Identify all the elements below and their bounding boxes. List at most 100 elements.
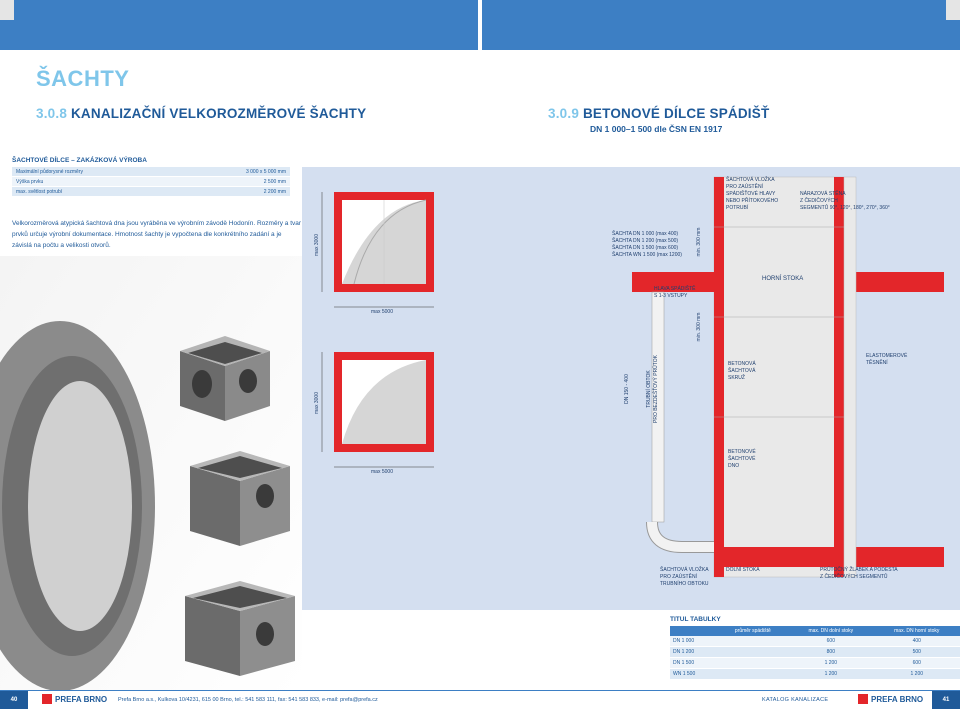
- table-cell: 1 200: [788, 657, 874, 669]
- label-obtok: TRUBNÍ OBTOK: [645, 370, 652, 408]
- table-cell: [717, 646, 789, 658]
- description-text: Velkorozměrová atypická šachtová dna jso…: [12, 220, 302, 249]
- table-cell: [717, 668, 789, 680]
- label-vlozka: PRO ZAÚSTĚNÍ: [726, 182, 764, 190]
- spec-label: Výška prvku: [12, 176, 182, 187]
- logo-left: PREFA BRNO: [42, 694, 107, 704]
- footer-address: Prefa Brno a.s., Kulkova 10/4231, 615 00…: [118, 697, 378, 703]
- dim-top-v: max 3000: [314, 234, 320, 256]
- logo-text: PREFA BRNO: [55, 694, 108, 704]
- table-cell: [717, 657, 789, 669]
- table-row: DN 1 000 600 400: [670, 636, 960, 647]
- column-header: průměr spádiště: [717, 626, 789, 636]
- label-vlozka: ŠACHTOVÁ VLOŽKA: [726, 175, 775, 183]
- data-table: průměr spádiště max. DN dolní stoky max.…: [670, 626, 960, 680]
- label-skruz: SKRUŽ: [728, 373, 745, 381]
- shaft-list-item: ŠACHTA WN 1 500 (max 1200): [612, 251, 682, 258]
- section-subtitle: DN 1 000–1 500 dle ČSN EN 1917: [590, 124, 723, 134]
- section-heading-left: 3.0.8 KANALIZAČNÍ VELKOROZMĚROVÉ ŠACHTY: [36, 106, 366, 121]
- label-vlozka-2: ŠACHTOVÁ VLOŽKA: [660, 565, 709, 573]
- section-title: BETONOVÉ DÍLCE SPÁDIŠŤ: [582, 106, 770, 121]
- section-number: 3.0.8: [36, 106, 68, 121]
- table-cell: DN 1 500: [670, 657, 718, 669]
- label-stena: SEGMENTŮ 90°, 120°, 180°, 270°, 360°: [800, 204, 890, 211]
- table-row: DN 1 200 800 500: [670, 646, 960, 658]
- label-dn: DN 150 - 400: [624, 374, 630, 404]
- dim-bot-h: max 5000: [371, 469, 393, 475]
- column-header: [670, 626, 718, 636]
- label-vlozka-2: PRO ZAÚSTĚNÍ: [660, 572, 698, 580]
- table-cell: 600: [873, 657, 960, 669]
- column-header: max. DN dolní stoky: [788, 626, 874, 636]
- label-tesneni: ELASTOMEROVÉ: [866, 352, 908, 359]
- label-zlabek: PRŮTOČNÝ ŽLÁBEK A PODESTA: [820, 565, 898, 573]
- label-skruz: ŠACHTOVÁ: [728, 367, 756, 374]
- label-dno: BETONOVÉ: [728, 448, 756, 455]
- label-vlozka-2: TRUBNÍHO OBTOKU: [660, 580, 709, 587]
- spec-value: 3 000 x 5 000 mm: [181, 167, 290, 177]
- shaft-box-3: [185, 581, 295, 676]
- table-row: DN 1 500 1 200 600: [670, 657, 960, 669]
- spec-value: 2 500 mm: [181, 176, 290, 187]
- label-vlozka: SPÁDIŠŤOVÉ HLAVY: [726, 189, 776, 197]
- table-cell: 600: [788, 636, 874, 647]
- label-obtok: PRO BEZDEŠŤOVÝ PRŮTOK: [651, 354, 659, 423]
- logo-right: PREFA BRNO: [858, 694, 923, 704]
- page-tab-right: [946, 0, 960, 20]
- label-skruz: BETONOVÁ: [728, 360, 756, 367]
- table-cell: 500: [873, 646, 960, 658]
- label-vlozka: NEBO PŘÍTOKOVÉHO: [726, 196, 778, 204]
- shaft-box-2: [190, 451, 290, 546]
- spec-label: Maximální půdorysné rozměry: [12, 167, 182, 177]
- table-header-row: průměr spádiště max. DN dolní stoky max.…: [670, 626, 960, 636]
- table-row: WN 1 500 1 200 1 200: [670, 668, 960, 680]
- label-zlabek: Z ČEDIČOVÝCH SEGMENTŮ: [820, 573, 888, 580]
- page-number-right: 41: [932, 691, 960, 709]
- table-cell: [717, 636, 789, 647]
- section-heading-right: 3.0.9 BETONOVÉ DÍLCE SPÁDIŠŤ: [548, 106, 769, 121]
- page-tab-left: [0, 0, 14, 20]
- plan-view-bottom: [321, 352, 434, 468]
- dim-top-h: max 5000: [371, 309, 393, 315]
- shaft-list-item: ŠACHTA DN 1 500 (max 600): [612, 244, 678, 251]
- min-300-label: min. 300 mm: [696, 228, 702, 257]
- section-number: 3.0.9: [548, 106, 580, 121]
- section-drawing: [632, 176, 944, 578]
- footer-divider: [0, 690, 960, 691]
- shaft-list-item: ŠACHTA DN 1 200 (max 500): [612, 237, 678, 244]
- table-cell: DN 1 200: [670, 646, 718, 658]
- table-cell: 400: [873, 636, 960, 647]
- plan-view-top: [321, 192, 434, 308]
- column-header: max. DN horní stoky: [873, 626, 960, 636]
- label-stena: Z ČEDIČOVÝCH: [800, 197, 838, 204]
- label-dno: ŠACHTOVÉ: [728, 455, 756, 462]
- shaft-box-1: [180, 336, 270, 421]
- prefa-logo-icon: [42, 694, 52, 704]
- label-tesneni: TĚSNĚNÍ: [866, 358, 888, 366]
- table-cell: 1 200: [788, 668, 874, 680]
- top-banner-right: [482, 0, 960, 50]
- label-stena: NÁRAZOVÁ STĚNA: [800, 189, 846, 197]
- shaft-list-item: ŠACHTA DN 1 000 (max 400): [612, 230, 678, 237]
- prefa-logo-icon: [858, 694, 868, 704]
- label-dolni-stoka: DOLNÍ STOKA: [726, 566, 760, 573]
- table-cell: WN 1 500: [670, 668, 718, 680]
- footer-catalog: KATALOG KANALIZACE: [762, 697, 829, 703]
- min-300-label: min. 300 mm: [696, 313, 702, 342]
- logo-text: PREFA BRNO: [871, 694, 924, 704]
- table-title: TITUL TABULKY: [670, 616, 721, 623]
- table-cell: 1 200: [873, 668, 960, 680]
- technical-diagram: max 5000 max 3000 max 5000 max 3000 ŠACH…: [314, 175, 944, 587]
- table-cell: DN 1 000: [670, 636, 718, 647]
- page-number-left: 40: [0, 691, 28, 709]
- table-cell: 800: [788, 646, 874, 658]
- spec-value: 2 200 mm: [181, 186, 290, 197]
- label-hlava: HLAVA SPÁDIŠTĚ: [654, 284, 696, 292]
- label-dno: DNO: [728, 463, 739, 469]
- label-horni-stoka: HORNÍ STOKA: [762, 275, 803, 282]
- product-photo: [0, 256, 302, 690]
